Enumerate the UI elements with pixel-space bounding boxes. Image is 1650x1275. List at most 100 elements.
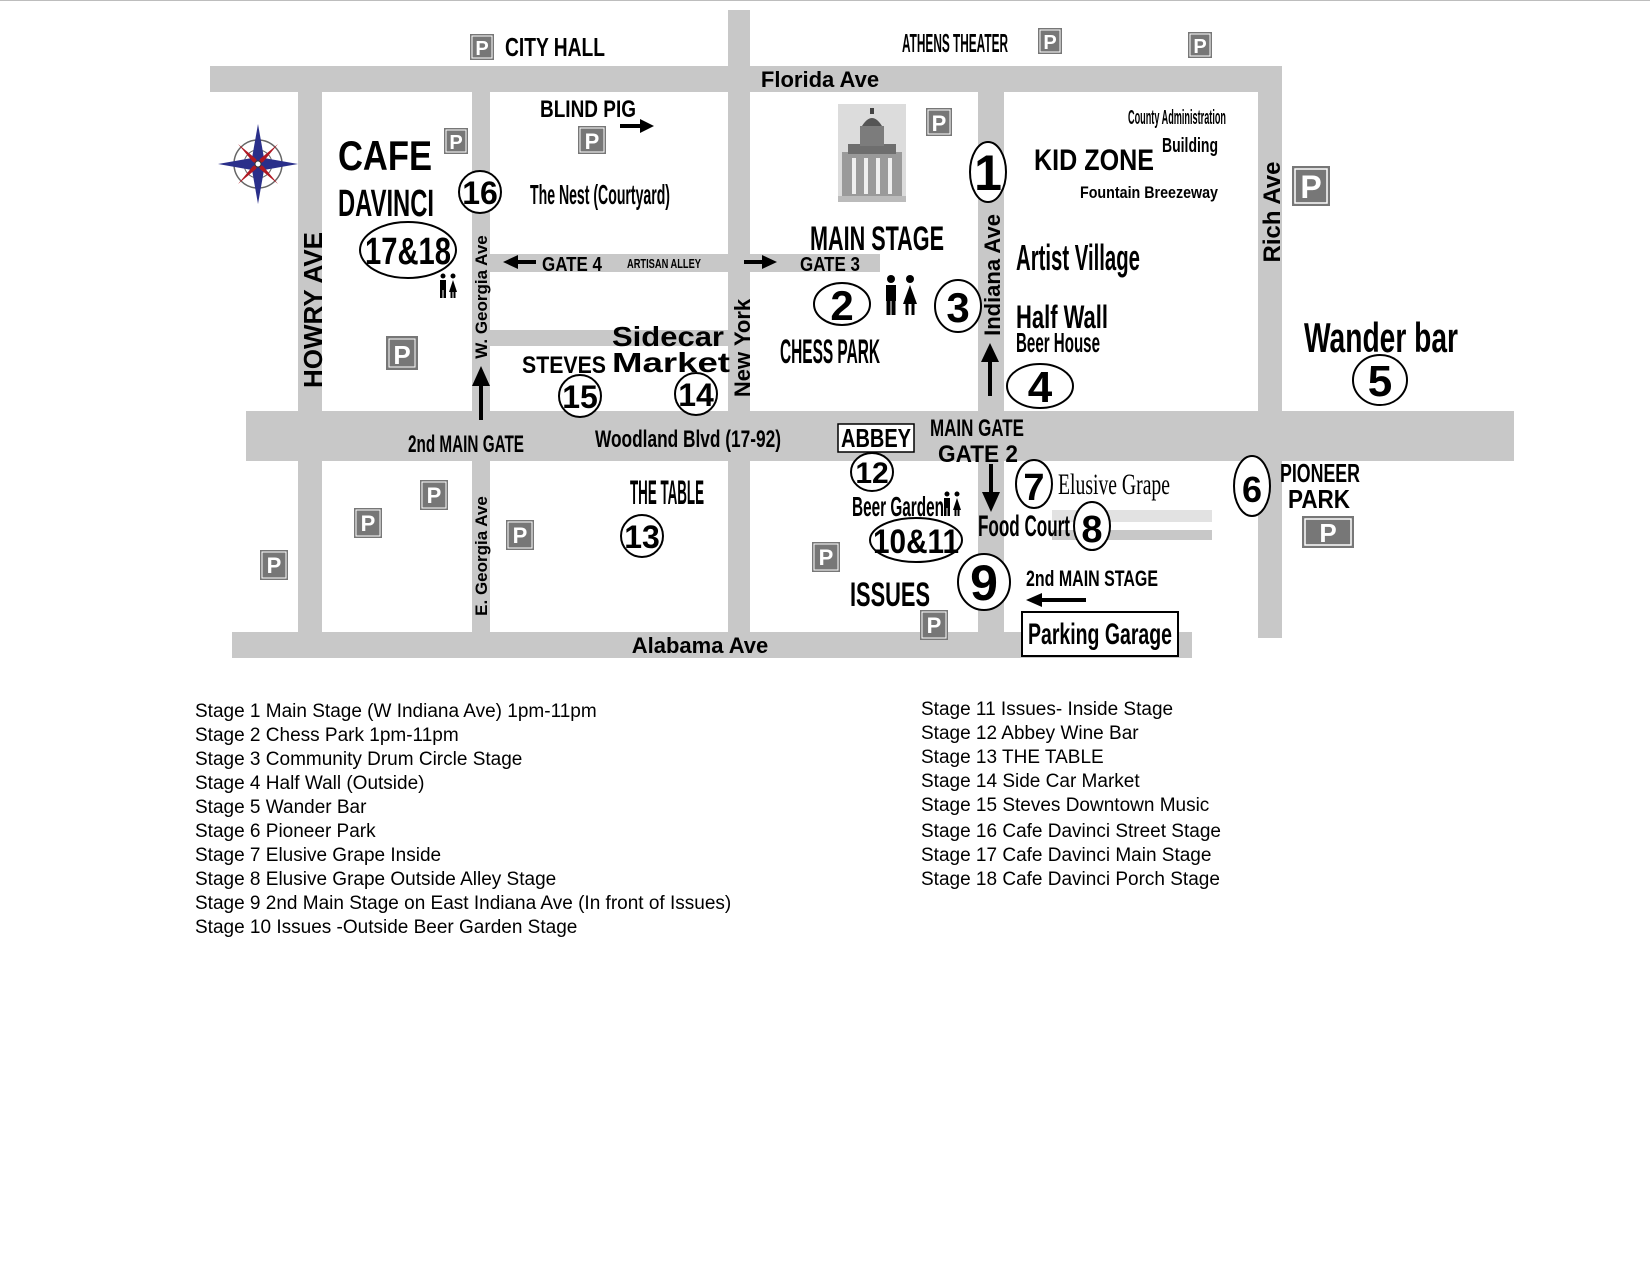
wander-bar-label: Wander bar [1304,314,1458,361]
chess-park-label: CHESS PARK [780,333,880,371]
legend-item: Stage 2 Chess Park 1pm-11pm [195,725,459,746]
stage-marker-7: 7 [1015,459,1053,509]
the-nest-label: The Nest (Courtyard) [530,179,670,210]
festival-map: Florida Ave Alabama Ave Woodland Blvd (1… [210,10,1514,658]
second-main-stage-label: 2nd MAIN STAGE [1026,566,1158,591]
legend-item: Stage 12 Abbey Wine Bar [921,723,1139,744]
stage-marker-14: 14 [674,372,718,416]
legend-item: Stage 15 Steves Downtown Music [921,795,1210,816]
stage-marker-17-18: 17&18 [359,221,457,279]
svg-text:14: 14 [678,377,714,413]
grape-alley-lower [1052,530,1212,540]
svg-text:4: 4 [1028,363,1053,412]
woodland-blvd-label: Woodland Blvd (17-92) [595,426,781,453]
rich-ave-road [1258,66,1282,638]
alabama-ave-label: Alabama Ave [632,633,769,658]
steves-label: STEVES [522,352,606,379]
stage-marker-12: 12 [850,452,894,492]
parking-icon: P [812,542,840,572]
issues-label: ISSUES [850,576,930,614]
svg-text:2: 2 [830,282,853,329]
legend-item: Stage 9 2nd Main Stage on East Indiana A… [195,893,732,914]
arrows [472,119,1086,607]
stage-marker-9: 9 [957,553,1011,611]
parking-icon: P [260,550,288,580]
svg-text:P: P [932,111,947,136]
svg-text:P: P [475,38,488,60]
svg-text:9: 9 [970,555,998,611]
stage-marker-3: 3 [934,279,982,333]
compass-icon [218,124,298,204]
stage-marker-13: 13 [620,514,664,558]
svg-text:12: 12 [855,457,888,490]
stage-marker-1: 1 [969,141,1007,203]
svg-text:P: P [513,523,528,548]
gate-2-main-arrow-icon [981,343,999,396]
svg-text:P: P [819,545,834,570]
blind-pig-arrow-icon [620,119,654,133]
new-york-road [728,10,750,632]
gate-4-label: GATE 4 [542,254,603,276]
abbey-label: ABBEY [841,423,911,453]
stage-marker-4: 4 [1006,363,1074,412]
parking-icon: P [386,336,418,370]
svg-text:P: P [927,613,942,638]
stage-legend-right: Stage 11 Issues- Inside Stage Stage 12 A… [921,698,1221,892]
parking-signs: P P P P P P P P P P P P P P P [260,28,1354,640]
city-hall-label: CITY HALL [505,32,605,62]
gate-2-label: GATE 2 [938,441,1018,468]
rich-ave-label: Rich Ave [1259,162,1286,263]
artist-village-label: Artist Village [1016,237,1140,278]
restroom-icon [886,275,917,315]
second-main-stage-arrow-icon [1026,593,1086,607]
park-label: PARK [1288,484,1350,514]
the-table-label: THE TABLE [630,474,704,512]
elusive-grape-label: Elusive Grape [1058,468,1170,501]
parking-icon: P [444,128,468,154]
parking-icon: P [420,480,448,510]
svg-text:15: 15 [562,379,598,415]
davinci-label: DAVINCI [338,183,434,225]
parking-icon: P [926,108,952,136]
top-border [0,0,1650,1]
georgia-ave-road [472,92,490,632]
artisan-alley-label: ARTISAN ALLEY [627,256,701,271]
parking-icon: P [1188,32,1212,58]
svg-text:P: P [449,132,462,154]
abbey-box [837,423,915,453]
market-label: Market [612,347,730,378]
restroom-icon [440,273,457,298]
svg-text:13: 13 [624,519,660,555]
svg-text:3: 3 [946,284,969,331]
county-admin-label-1: County Administration [1128,107,1226,129]
courthouse-icon [838,104,906,202]
stage-marker-10-11: 10&11 [869,517,963,563]
parking-icon: P [1302,516,1354,548]
legend-item: Stage 17 Cafe Davinci Main Stage [921,845,1212,866]
stage-marker-2: 2 [813,282,871,329]
parking-garage-box [1021,611,1179,657]
stage-marker-5: 5 [1352,354,1408,406]
svg-text:P: P [267,553,282,578]
side-alley-road [490,330,728,346]
svg-text:P: P [585,129,600,154]
gate-3-label: GATE 3 [800,254,860,276]
beer-house-label: Beer House [1016,327,1100,358]
florida-ave-label: Florida Ave [761,67,879,92]
parking-icon: P [920,610,948,640]
svg-text:10&11: 10&11 [873,523,959,561]
svg-text:8: 8 [1081,509,1102,551]
second-main-gate-arrow-icon [472,366,490,420]
svg-text:16: 16 [462,175,498,211]
stage-marker-15: 15 [558,374,602,418]
gate-3-arrow-icon [744,255,777,269]
parking-icon: P [354,508,382,538]
new-york-label: New York [730,298,755,397]
indiana-ave-label: Indiana Ave [980,214,1005,336]
blind-pig-label: BLIND PIG [540,96,636,123]
fountain-breezeway-label: Fountain Breezeway [1080,183,1218,202]
main-stage-label: MAIN STAGE [810,220,944,258]
svg-text:P: P [1043,32,1056,54]
parking-icon: P [1292,166,1330,206]
svg-text:1: 1 [974,145,1002,201]
